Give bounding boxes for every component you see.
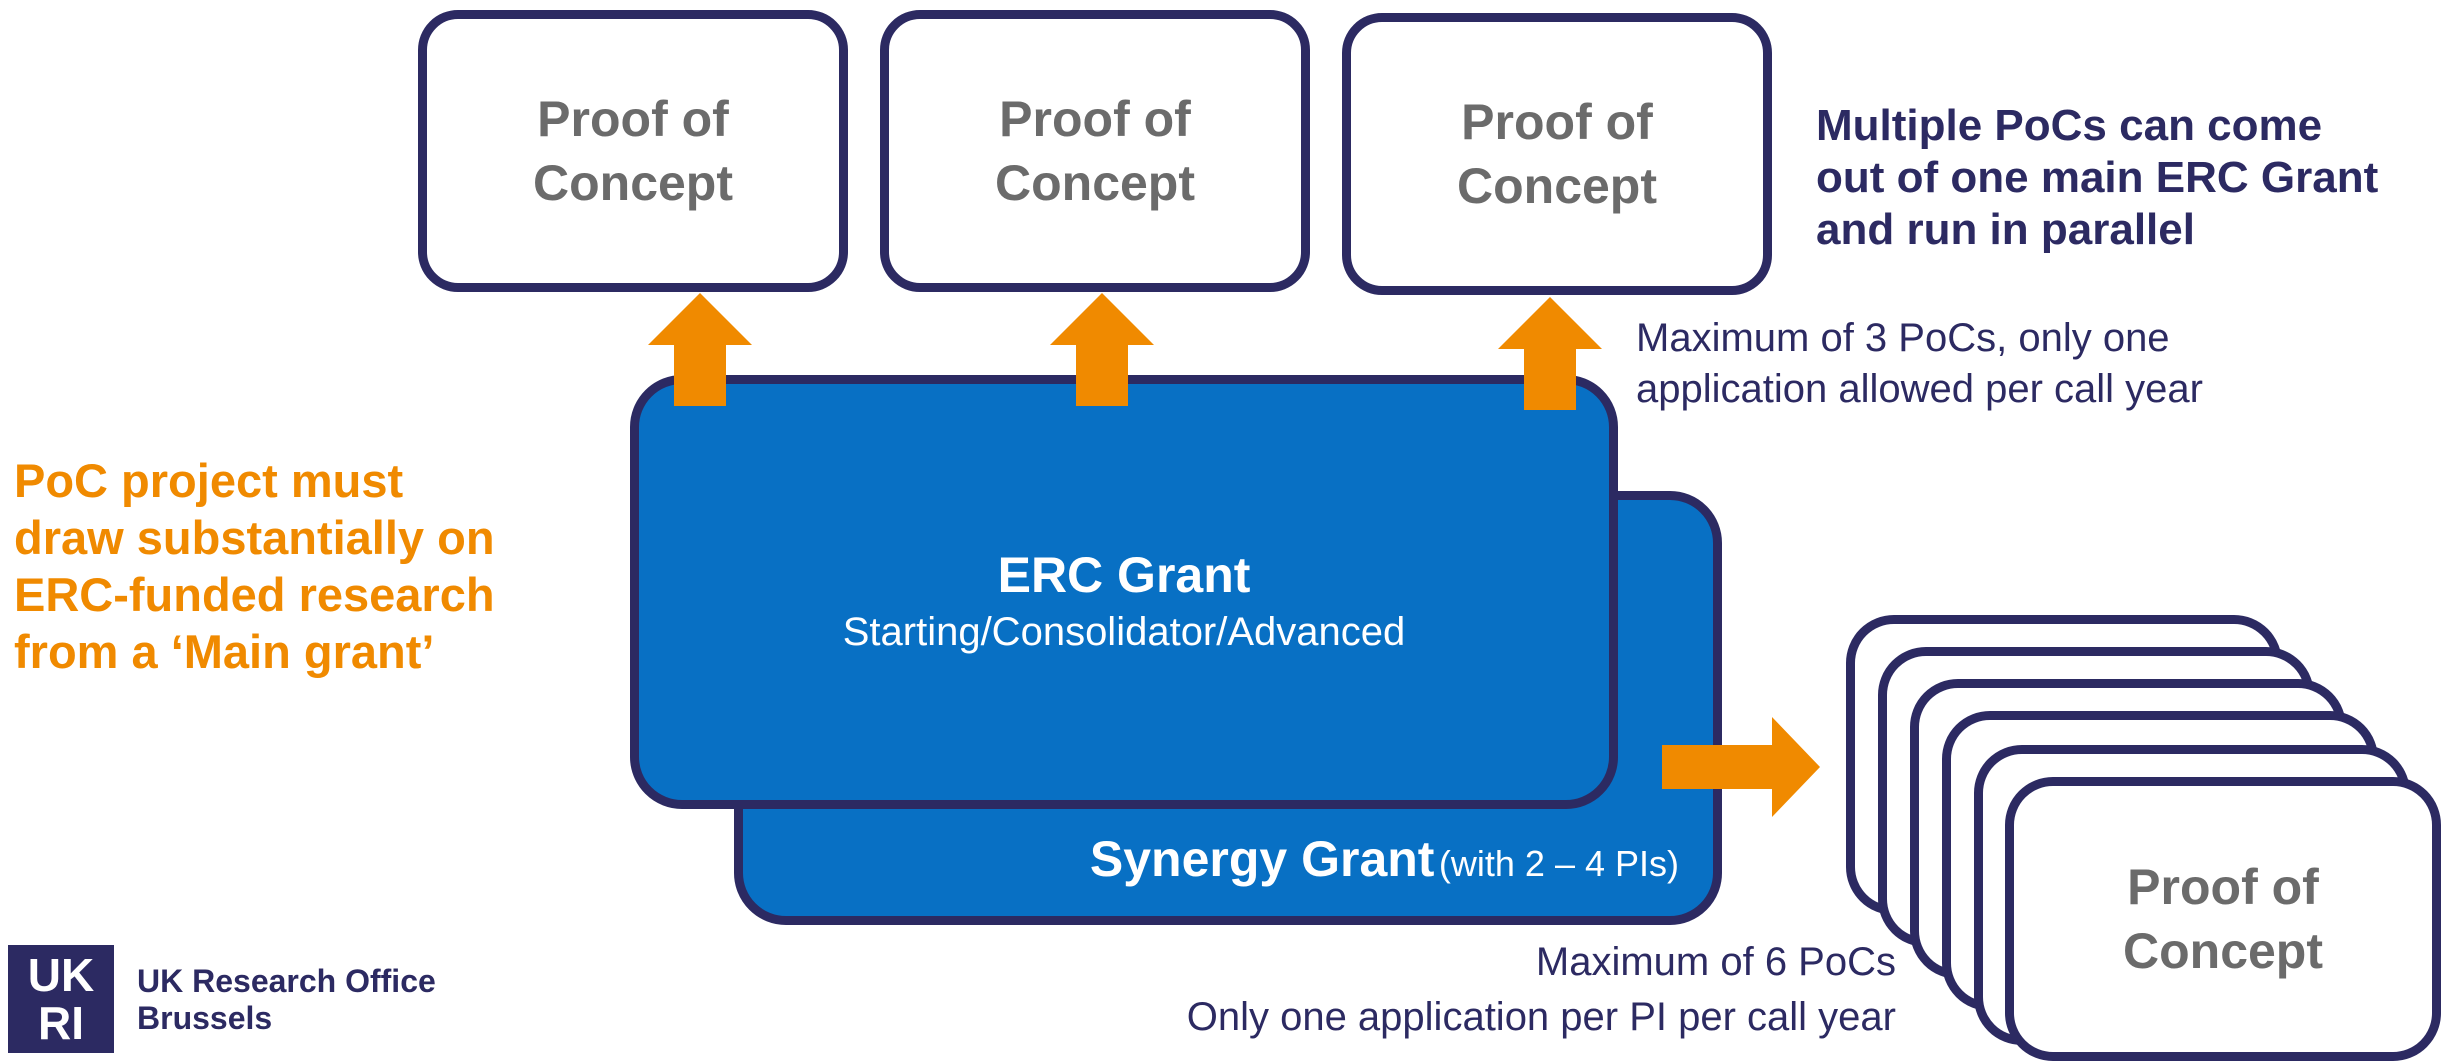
stacked-poc-front-line1: Proof of bbox=[2127, 859, 2319, 915]
max-3-pocs-note-line1: Maximum of 3 PoCs, only one bbox=[1636, 316, 2170, 360]
poc-box-3-line2: Concept bbox=[1457, 158, 1657, 214]
poc-box-2-line2: Concept bbox=[995, 155, 1195, 211]
ukri-logo-mark-top: UK bbox=[27, 949, 95, 1001]
arrow-up-icon-2 bbox=[1050, 293, 1154, 406]
poc-box-1-line1: Proof of bbox=[537, 91, 729, 147]
multiple-pocs-note-line1: Multiple PoCs can come bbox=[1816, 101, 2323, 150]
erc-grant-title: ERC Grant bbox=[997, 547, 1251, 603]
poc-requirement-note-line2: draw substantially on bbox=[14, 511, 495, 564]
stacked-poc-front-card: Proof of Concept bbox=[2005, 777, 2441, 1061]
arrow-up-icon-3 bbox=[1498, 297, 1602, 410]
max-6-pocs-note-line1: Maximum of 6 PoCs bbox=[1535, 940, 1896, 984]
ukri-logo-mark-bottom: RI bbox=[38, 997, 84, 1049]
erc-grant-label: ERC Grant Starting/Consolidator/Advanced bbox=[639, 544, 1609, 658]
erc-grant-box: ERC Grant Starting/Consolidator/Advanced bbox=[630, 375, 1618, 809]
max-6-pocs-note: Maximum of 6 PoCs Only one application p… bbox=[1187, 935, 1896, 1045]
arrow-right-icon bbox=[1662, 717, 1820, 817]
poc-box-1: Proof of Concept bbox=[418, 10, 848, 292]
multiple-pocs-note-line2: out of one main ERC Grant bbox=[1816, 153, 2379, 202]
ukri-office-name-line2: Brussels bbox=[137, 1000, 273, 1036]
multiple-pocs-note-line3: and run in parallel bbox=[1816, 205, 2195, 254]
poc-box-2: Proof of Concept bbox=[880, 10, 1310, 292]
ukri-office-name-line1: UK Research Office bbox=[137, 963, 436, 999]
ukri-office-name: UK Research Office Brussels bbox=[137, 963, 436, 1037]
poc-requirement-note-line4: from a ‘Main grant’ bbox=[14, 625, 435, 678]
arrow-up-icon-1 bbox=[648, 293, 752, 406]
poc-requirement-note: PoC project must draw substantially on E… bbox=[14, 452, 495, 680]
erc-grant-subtitle: Starting/Consolidator/Advanced bbox=[842, 610, 1406, 654]
poc-requirement-note-line1: PoC project must bbox=[14, 454, 404, 507]
multiple-pocs-note: Multiple PoCs can come out of one main E… bbox=[1816, 100, 2378, 256]
poc-box-1-line2: Concept bbox=[533, 155, 733, 211]
poc-requirement-note-line3: ERC-funded research bbox=[14, 568, 495, 621]
max-6-pocs-note-line2: Only one application per PI per call yea… bbox=[1186, 995, 1896, 1039]
poc-box-3-line1: Proof of bbox=[1461, 94, 1653, 150]
synergy-grant-title: Synergy Grant bbox=[1089, 831, 1435, 887]
stacked-poc-front-line2: Concept bbox=[2123, 923, 2323, 979]
max-3-pocs-note: Maximum of 3 PoCs, only one application … bbox=[1636, 313, 2203, 415]
synergy-grant-label: Synergy Grant (with 2 – 4 PIs) bbox=[1090, 830, 1679, 888]
synergy-grant-subtitle: (with 2 – 4 PIs) bbox=[1438, 843, 1679, 884]
max-3-pocs-note-line2: application allowed per call year bbox=[1636, 367, 2203, 411]
ukri-logo: UK RI bbox=[8, 945, 114, 1053]
poc-box-3: Proof of Concept bbox=[1342, 13, 1772, 295]
poc-box-2-line1: Proof of bbox=[999, 91, 1191, 147]
